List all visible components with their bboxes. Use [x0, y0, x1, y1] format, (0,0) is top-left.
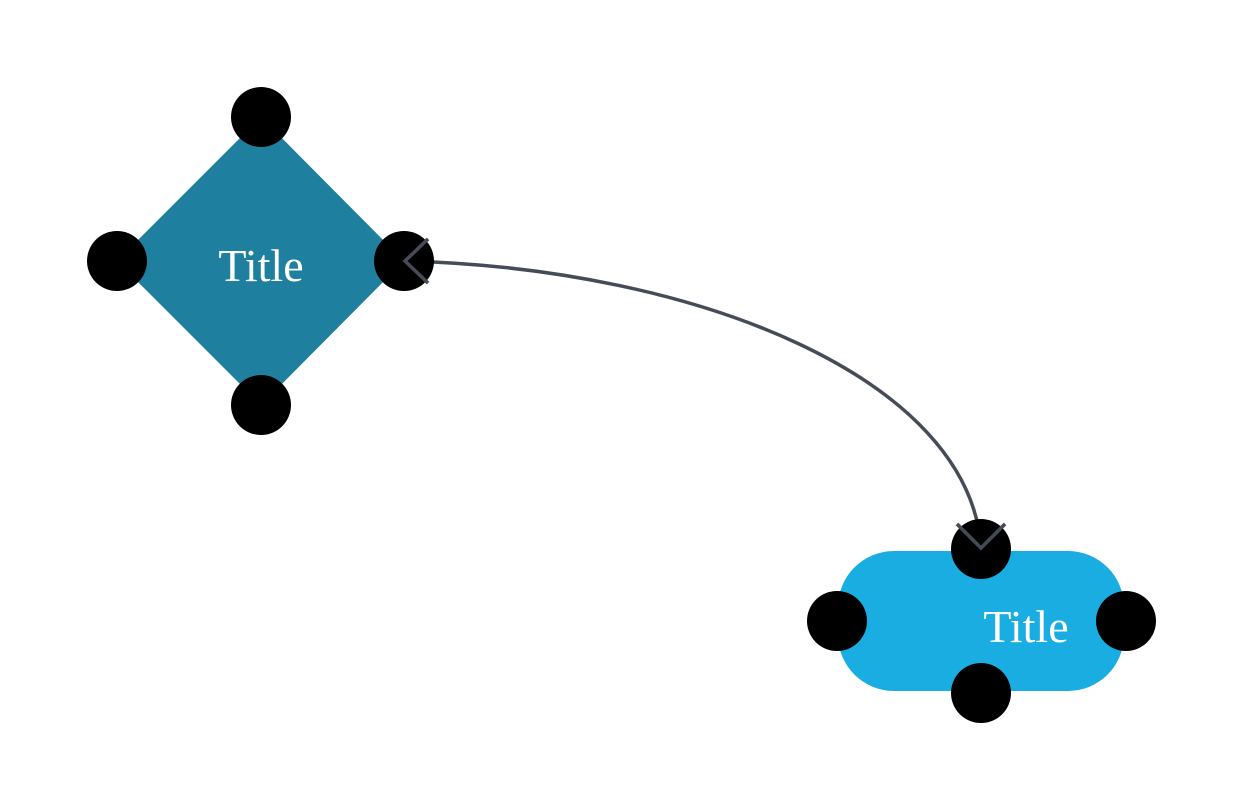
diamond-node[interactable]: Title: [87, 87, 434, 435]
diamond-shape[interactable]: [117, 117, 404, 405]
terminal-shape[interactable]: [838, 551, 1124, 691]
diamond-port-left[interactable]: [87, 231, 147, 291]
terminal-node-label: Title: [983, 601, 1068, 652]
terminal-port-right[interactable]: [1096, 591, 1156, 651]
edge-line[interactable]: [403, 259, 983, 549]
diamond-port-top[interactable]: [231, 87, 291, 147]
diamond-node-label: Title: [218, 240, 303, 291]
terminal-port-left[interactable]: [807, 591, 867, 651]
diamond-port-bottom[interactable]: [231, 375, 291, 435]
terminal-port-bottom[interactable]: [951, 663, 1011, 723]
edge-connector[interactable]: [402, 237, 1007, 551]
